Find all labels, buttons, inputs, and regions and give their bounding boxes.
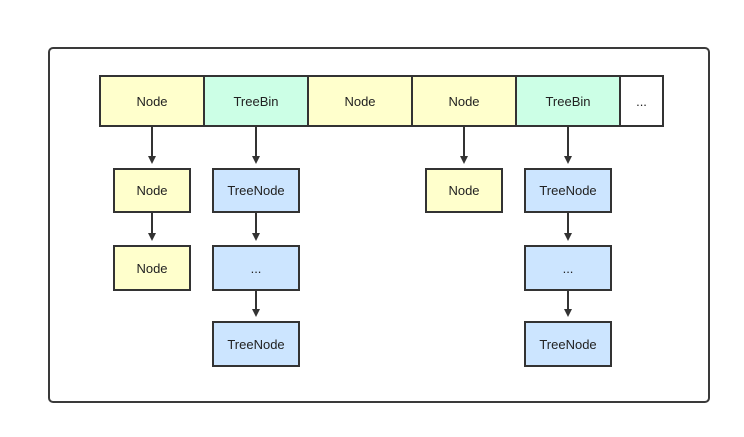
table-slot-ellipsis: ... bbox=[619, 75, 664, 127]
tree-node-label: TreeNode bbox=[539, 183, 597, 198]
slot-label: TreeBin bbox=[233, 93, 279, 109]
tree-node: TreeNode bbox=[524, 321, 612, 367]
chain-node: Node bbox=[113, 168, 191, 213]
slot-label: ... bbox=[636, 93, 647, 109]
chain-node: Node bbox=[425, 168, 503, 213]
table-slot-node: Node bbox=[99, 75, 205, 127]
table-slot-node: Node bbox=[307, 75, 413, 127]
tree-node: TreeNode bbox=[212, 321, 300, 367]
table-slot-treebin: TreeBin bbox=[515, 75, 621, 127]
tree-node-label: TreeNode bbox=[227, 183, 285, 198]
slot-label: Node bbox=[344, 93, 376, 109]
tree-node-label: ... bbox=[250, 260, 262, 276]
slot-label: Node bbox=[136, 93, 168, 109]
tree-node: TreeNode bbox=[212, 168, 300, 213]
chain-node-label: Node bbox=[136, 260, 168, 276]
tree-node-ellipsis: ... bbox=[212, 245, 300, 291]
chain-node-label: Node bbox=[136, 183, 168, 198]
tree-node-label: TreeNode bbox=[539, 336, 597, 352]
chain-node-label: Node bbox=[448, 183, 480, 198]
tree-node: TreeNode bbox=[524, 168, 612, 213]
slot-label: Node bbox=[448, 93, 480, 109]
tree-node-label: TreeNode bbox=[227, 336, 285, 352]
table-slot-node: Node bbox=[411, 75, 517, 127]
chain-node: Node bbox=[113, 245, 191, 291]
tree-node-label: ... bbox=[562, 260, 574, 276]
table-slot-treebin: TreeBin bbox=[203, 75, 309, 127]
slot-label: TreeBin bbox=[545, 93, 591, 109]
tree-node-ellipsis: ... bbox=[524, 245, 612, 291]
